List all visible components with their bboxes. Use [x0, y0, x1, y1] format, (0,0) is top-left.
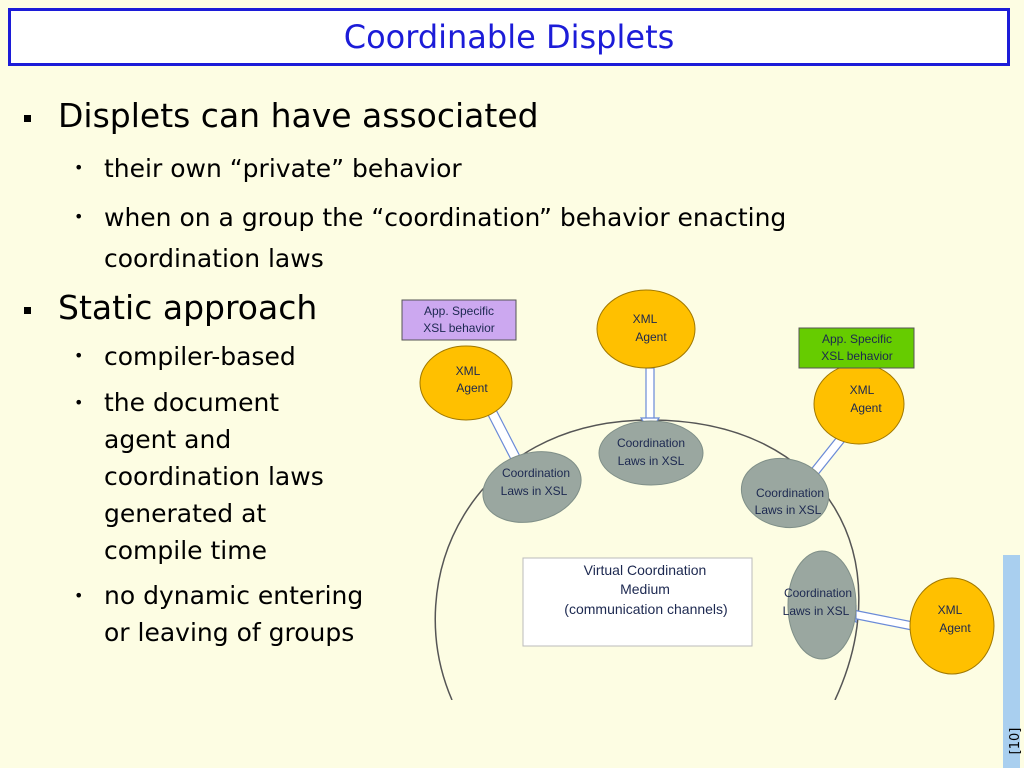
app-specific-label: App. Specific — [424, 304, 494, 318]
medium-label: Virtual Coordination — [584, 562, 707, 578]
page-number: [10] — [1008, 727, 1023, 755]
laws-label: Laws in XSL — [501, 484, 568, 498]
laws-label: Coordination — [617, 436, 685, 450]
agent-label: XML — [633, 312, 658, 326]
app-specific-label: XSL behavior — [423, 321, 495, 335]
app-specific-label: XSL behavior — [821, 349, 893, 363]
laws-label: Coordination — [784, 586, 852, 600]
laws-node-left: Coordination Laws in XSL — [482, 451, 582, 523]
app-specific-box-left: App. Specific XSL behavior — [401, 299, 517, 341]
agent-label: Agent — [456, 381, 488, 395]
agent-label: XML — [850, 383, 875, 397]
laws-label: Laws in XSL — [783, 604, 850, 618]
laws-label: Laws in XSL — [755, 503, 822, 517]
connector-top — [645, 367, 655, 421]
app-specific-label: App. Specific — [822, 332, 892, 346]
xml-agent-left: XML Agent — [419, 345, 513, 421]
slide-title: Coordinable Displets — [8, 8, 1010, 66]
app-specific-box-right: App. Specific XSL behavior — [798, 327, 915, 369]
agent-label: XML — [938, 603, 963, 617]
medium-label: Medium — [620, 581, 670, 597]
medium-label: (communication channels) — [564, 601, 727, 617]
xml-agent-right: XML Agent — [813, 363, 905, 445]
connector-bottom-right — [851, 609, 914, 631]
agent-label: Agent — [635, 330, 667, 344]
side-bar — [1003, 555, 1020, 768]
laws-label: Coordination — [756, 486, 824, 500]
laws-node-bottom-right: Coordination Laws in XSL — [783, 550, 857, 660]
laws-node-right: Coordination Laws in XSL — [740, 458, 830, 528]
xml-agent-bottom-right: XML Agent — [909, 577, 995, 675]
agent-label: Agent — [939, 621, 971, 635]
agent-label: Agent — [850, 401, 882, 415]
laws-label: Laws in XSL — [618, 454, 685, 468]
laws-node-top: Coordination Laws in XSL — [598, 420, 704, 486]
xml-agent-top: XML Agent — [596, 289, 696, 369]
agent-label: XML — [456, 364, 481, 378]
virtual-coordination-medium: Virtual Coordination Medium (communicati… — [522, 557, 753, 647]
laws-label: Coordination — [502, 466, 570, 480]
